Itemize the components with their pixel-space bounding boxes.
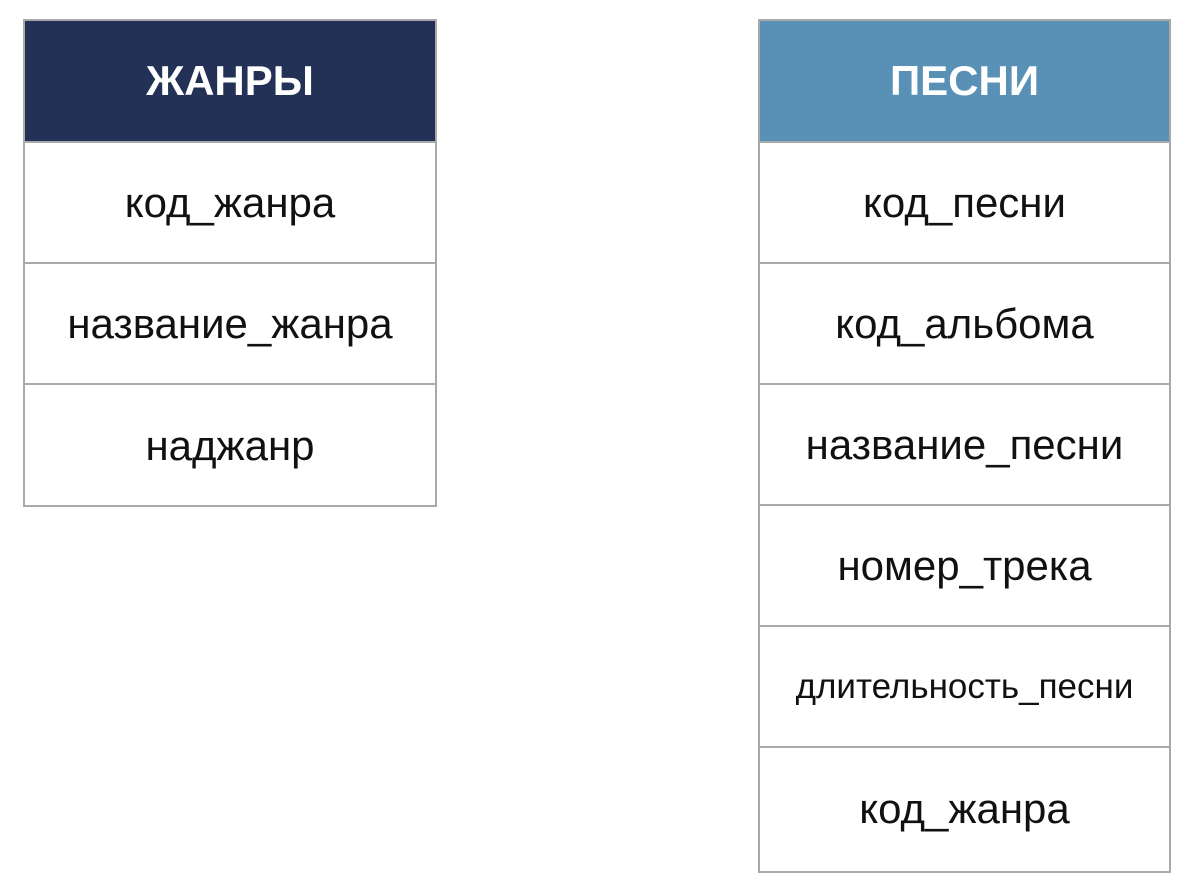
songs-field-genre-id: код_жанра xyxy=(859,784,1070,832)
songs-field-song-id: код_песни xyxy=(760,143,1169,264)
songs-field-song-name: название_песни xyxy=(760,385,1169,506)
songs-table: ПЕСНИ код_песни код_альбома название_пес… xyxy=(758,19,1171,873)
genres-field-genre-name: название_жанра xyxy=(25,264,435,385)
genres-table-title: ЖАНРЫ xyxy=(25,21,435,143)
songs-table-title: ПЕСНИ xyxy=(760,21,1169,143)
songs-field-song-duration: длительность_песни xyxy=(760,627,1169,748)
genres-field-genre-id: код_жанра xyxy=(25,143,435,264)
songs-field-album-id: код_альбома xyxy=(760,264,1169,385)
songs-field-track-number: номер_трека xyxy=(760,506,1169,627)
genres-table: ЖАНРЫ код_жанра название_жанра наджанр xyxy=(23,19,437,507)
genres-field-parent-genre: наджанр xyxy=(145,421,315,469)
